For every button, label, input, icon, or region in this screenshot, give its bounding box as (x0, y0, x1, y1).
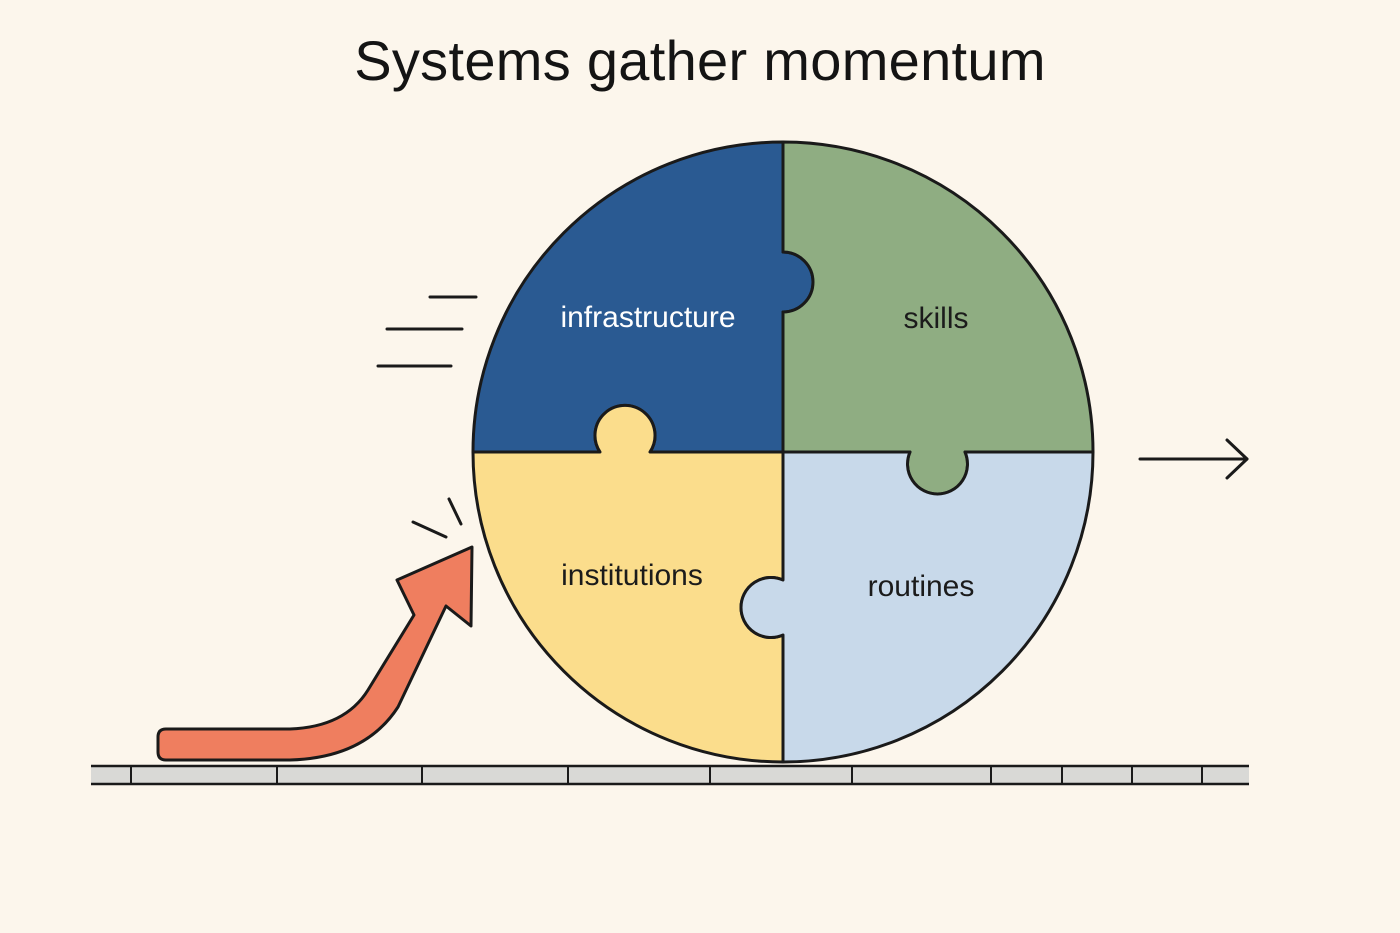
page-title: Systems gather momentum (354, 29, 1046, 92)
motion-lines-icon (376, 295, 478, 368)
label-skills: skills (904, 302, 969, 335)
piece-routines (739, 450, 1095, 764)
label-infrastructure: infrastructure (560, 301, 735, 334)
puzzle-wheel: infrastructure skills institutions routi… (471, 140, 1095, 764)
right-arrow-icon (1138, 438, 1249, 480)
piece-infrastructure (471, 140, 815, 454)
curved-up-arrow-icon (156, 545, 474, 762)
ground-track (91, 764, 1249, 786)
label-institutions: institutions (561, 559, 703, 592)
impact-lines-icon (411, 497, 463, 539)
label-routines: routines (868, 570, 975, 603)
